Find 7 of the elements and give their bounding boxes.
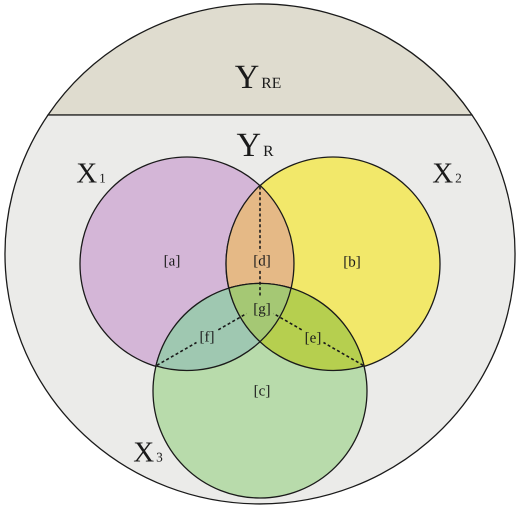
partition-label: [a] bbox=[164, 254, 180, 270]
partition-label: [b] bbox=[343, 256, 361, 270]
partition-label: [g] bbox=[253, 302, 271, 318]
partition-label: [e] bbox=[304, 332, 322, 346]
partition-label: [c] bbox=[254, 384, 270, 400]
partition-label: [d] bbox=[253, 254, 271, 270]
partition-label: [f] bbox=[200, 330, 214, 346]
